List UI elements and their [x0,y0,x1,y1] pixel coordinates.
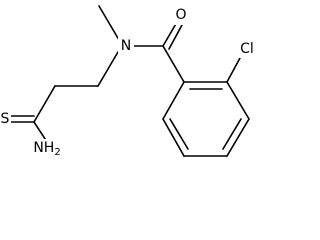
amine-subscript: 2 [54,147,60,158]
ring-chlorine-bond [226,57,241,83]
chlorine-atom: Cl [240,41,254,57]
n-ch2-bond [97,51,119,87]
carbonyl-ring-bond [162,45,185,83]
amine-label: NH [33,140,54,156]
ch2-thiocarbon-bond [33,85,56,123]
sulfur-atom: S [1,111,10,127]
carbonyl-double-bond-1 [162,21,178,47]
ring-bond-c6-c1 [162,81,185,120]
ring-bond-c3-c4 [226,118,250,157]
ring-inner-double-2 [222,118,242,150]
ring-bond-c2-c3 [226,81,250,120]
molecule-structure-diagram: N O Cl S NH2 [0,5,254,158]
oxygen-atom: O [175,7,186,23]
ring-inner-double-3 [169,118,189,150]
ring-bond-c5-c6 [162,118,185,157]
amine-group: NH2 [33,140,60,158]
nitrogen-atom: N [121,38,131,54]
carbonyl-double-bond-2 [168,24,183,50]
